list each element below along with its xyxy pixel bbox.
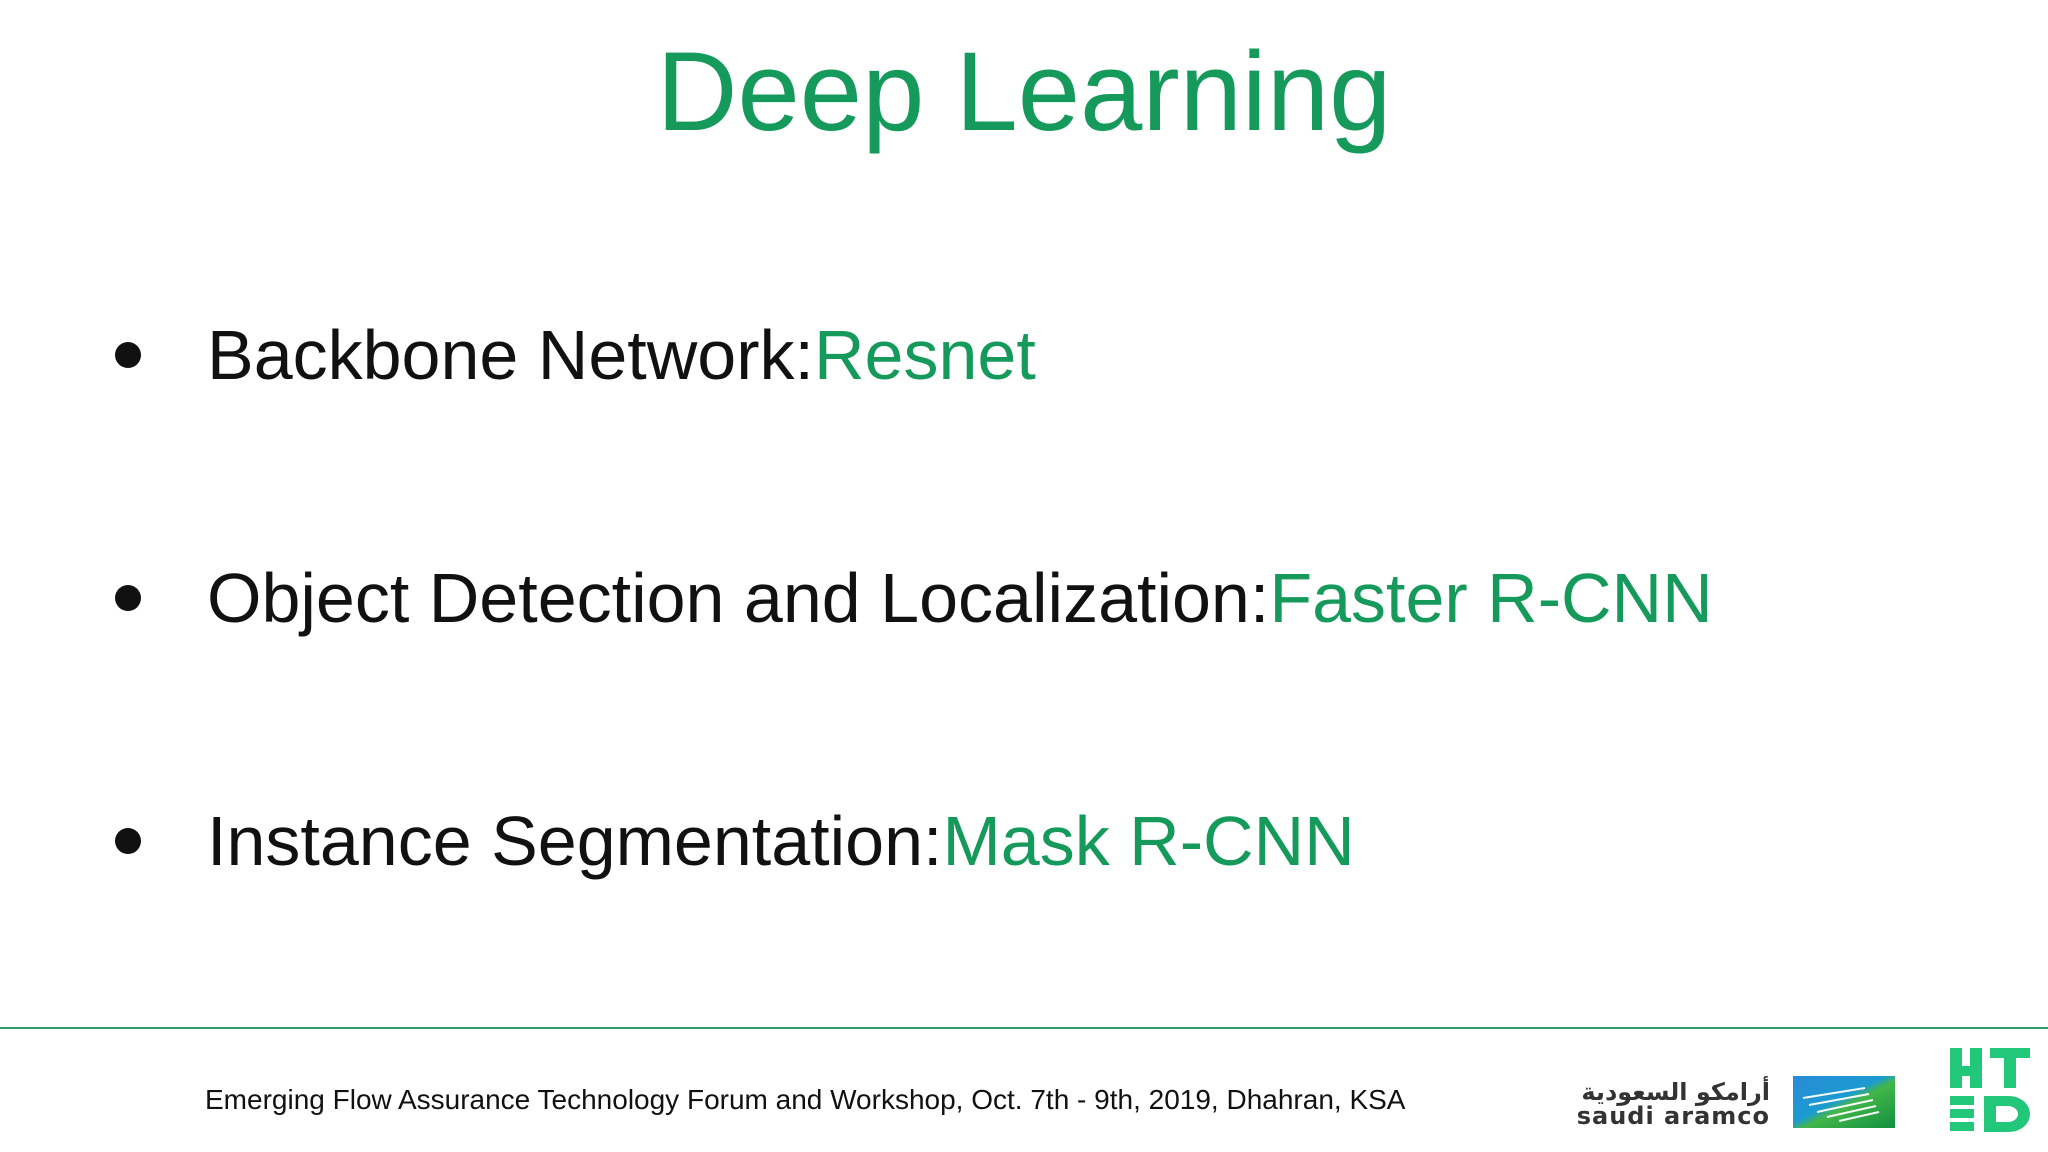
- aramco-emblem-icon: [1793, 1076, 1895, 1128]
- bullet-marker: [115, 342, 141, 368]
- bullet-item-segmentation: Instance Segmentation: Mask R-CNN: [115, 786, 1355, 896]
- bullet-marker: [115, 585, 141, 611]
- bullet-label: Backbone Network:: [207, 316, 814, 394]
- footer-divider: [0, 1027, 2048, 1029]
- bullet-value: Resnet: [813, 316, 1036, 394]
- bullet-item-detection: Object Detection and Localization: Faste…: [115, 543, 1713, 653]
- bullet-value: Mask R-CNN: [942, 802, 1355, 880]
- hd-logo-icon: [1950, 1048, 2030, 1132]
- bullet-label: Instance Segmentation:: [207, 802, 943, 880]
- saudi-aramco-wordmark: أرامكو السعودية saudi aramco: [1577, 1076, 1770, 1128]
- slide-title: Deep Learning: [656, 29, 1392, 154]
- bullet-item-backbone: Backbone Network: Resnet: [115, 300, 1036, 410]
- bullet-marker: [115, 828, 141, 854]
- aramco-arabic-wordmark: أرامكو السعودية: [1581, 1076, 1770, 1106]
- bullet-label: Object Detection and Localization:: [207, 559, 1270, 637]
- footer-event-text: Emerging Flow Assurance Technology Forum…: [205, 1084, 1406, 1115]
- aramco-latin-wordmark: saudi aramco: [1577, 1102, 1770, 1128]
- bullet-value: Faster R-CNN: [1269, 559, 1713, 637]
- saudi-aramco-logo: أرامكو السعودية saudi aramco: [1525, 1076, 1900, 1128]
